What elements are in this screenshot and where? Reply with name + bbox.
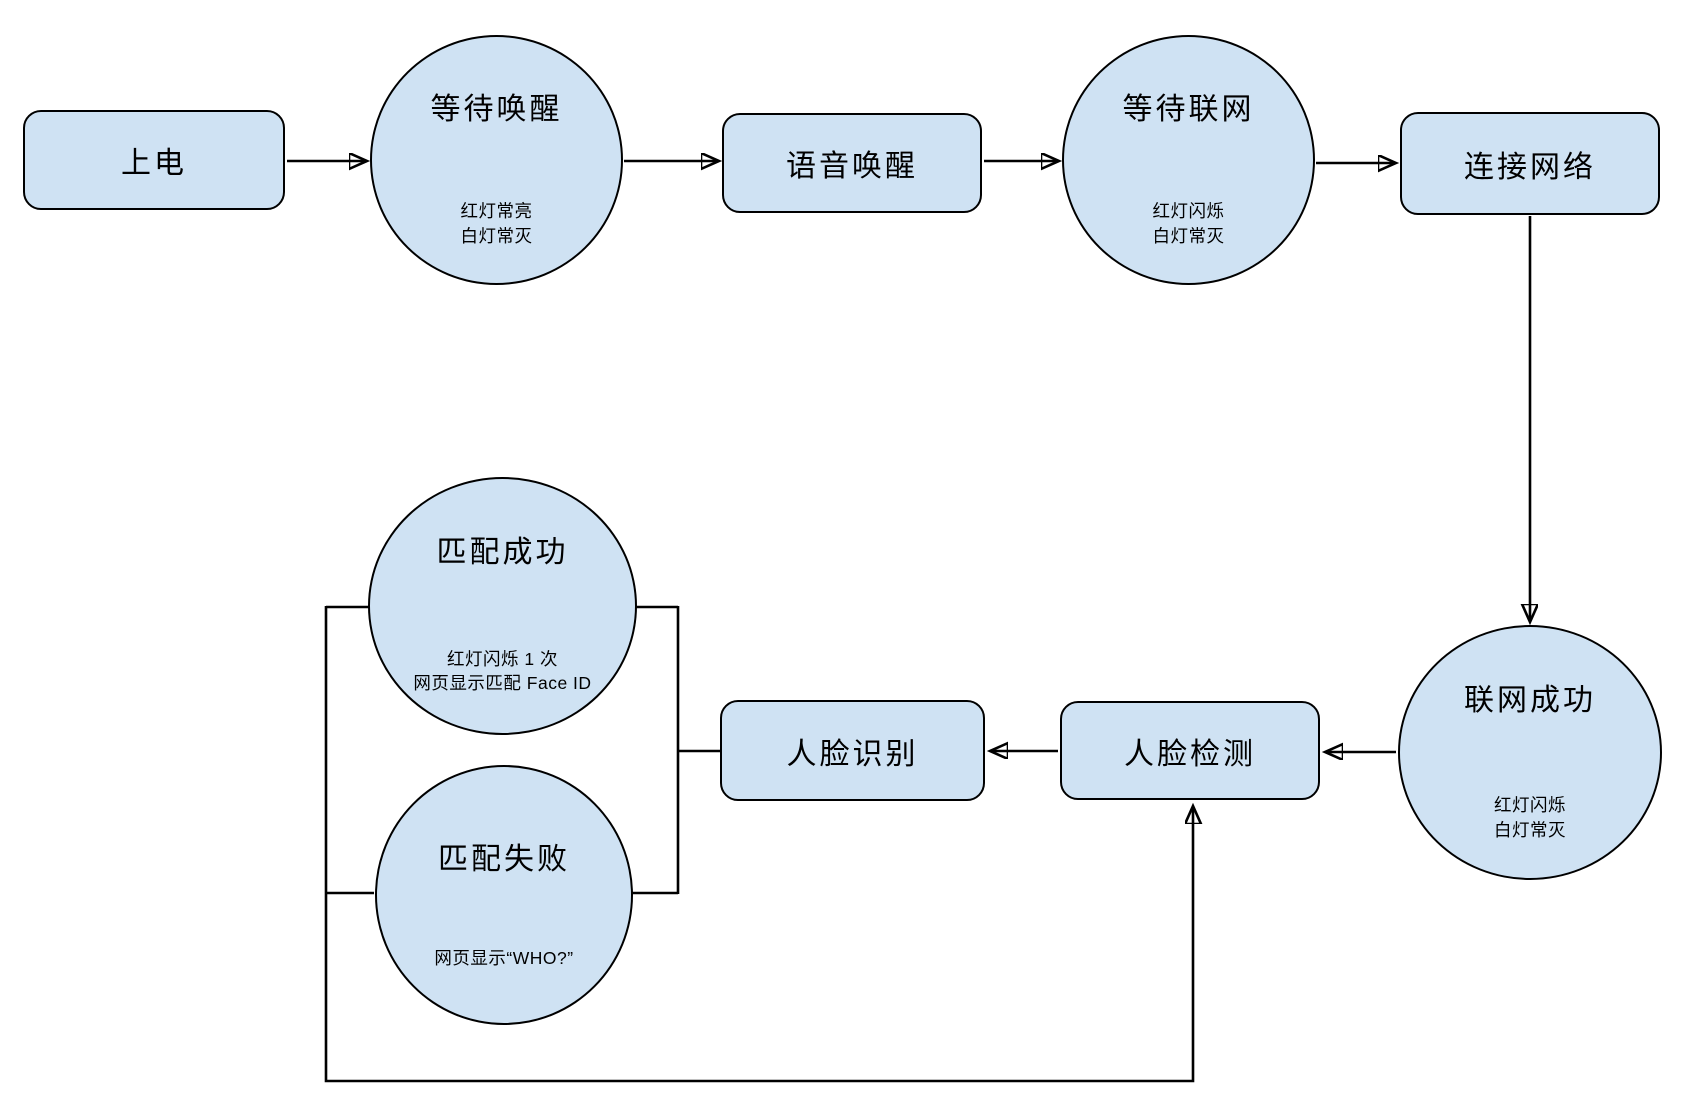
node-network-success-notes: 红灯闪烁白灯常灭 <box>1400 793 1660 843</box>
node-wait-wake: 等待唤醒 红灯常亮白灯常灭 <box>370 35 623 285</box>
node-voice-wake: 语音唤醒 <box>722 113 982 213</box>
note-line: 白灯常灭 <box>1152 226 1225 247</box>
node-match-fail-notes: 网页显示“WHO?” <box>377 946 631 971</box>
node-match-fail-label: 匹配失败 <box>438 842 570 876</box>
edge-loop-to-detect <box>324 606 1193 1083</box>
node-wait-network-label: 等待联网 <box>1122 92 1255 126</box>
node-power-on: 上电 <box>23 110 285 210</box>
note-line: 网页显示匹配 Face ID <box>413 673 592 694</box>
note-line: 红灯常亮 <box>460 201 533 222</box>
node-face-detect-label: 人脸检测 <box>1124 737 1256 771</box>
note-line: 白灯常灭 <box>1494 819 1566 840</box>
note-line: 红灯闪烁 1 次 <box>447 648 558 669</box>
node-match-success-label: 匹配成功 <box>436 536 569 570</box>
note-line: 红灯闪烁 <box>1494 794 1566 815</box>
node-face-recognize: 人脸识别 <box>720 700 985 801</box>
node-wait-network: 等待联网 红灯闪烁白灯常灭 <box>1062 35 1315 285</box>
node-connect-network-label: 连接网络 <box>1464 150 1596 184</box>
node-match-success-notes: 红灯闪烁 1 次网页显示匹配 Face ID <box>370 647 635 697</box>
node-wait-wake-notes: 红灯常亮白灯常灭 <box>372 199 621 249</box>
node-match-success: 匹配成功 红灯闪烁 1 次网页显示匹配 Face ID <box>368 477 637 735</box>
node-network-success: 联网成功 红灯闪烁白灯常灭 <box>1398 625 1662 880</box>
node-match-fail: 匹配失败 网页显示“WHO?” <box>375 765 633 1025</box>
node-power-on-label: 上电 <box>121 147 187 180</box>
node-face-detect: 人脸检测 <box>1060 701 1320 800</box>
node-wait-network-notes: 红灯闪烁白灯常灭 <box>1064 199 1313 249</box>
note-line: 网页显示“WHO?” <box>434 948 574 969</box>
node-connect-network: 连接网络 <box>1400 112 1660 215</box>
node-voice-wake-label: 语音唤醒 <box>786 150 918 183</box>
node-network-success-label: 联网成功 <box>1464 683 1596 717</box>
note-line: 白灯常灭 <box>460 226 533 247</box>
note-line: 红灯闪烁 <box>1152 201 1225 222</box>
node-wait-wake-label: 等待唤醒 <box>430 92 563 126</box>
node-face-recognize-label: 人脸识别 <box>786 737 919 771</box>
